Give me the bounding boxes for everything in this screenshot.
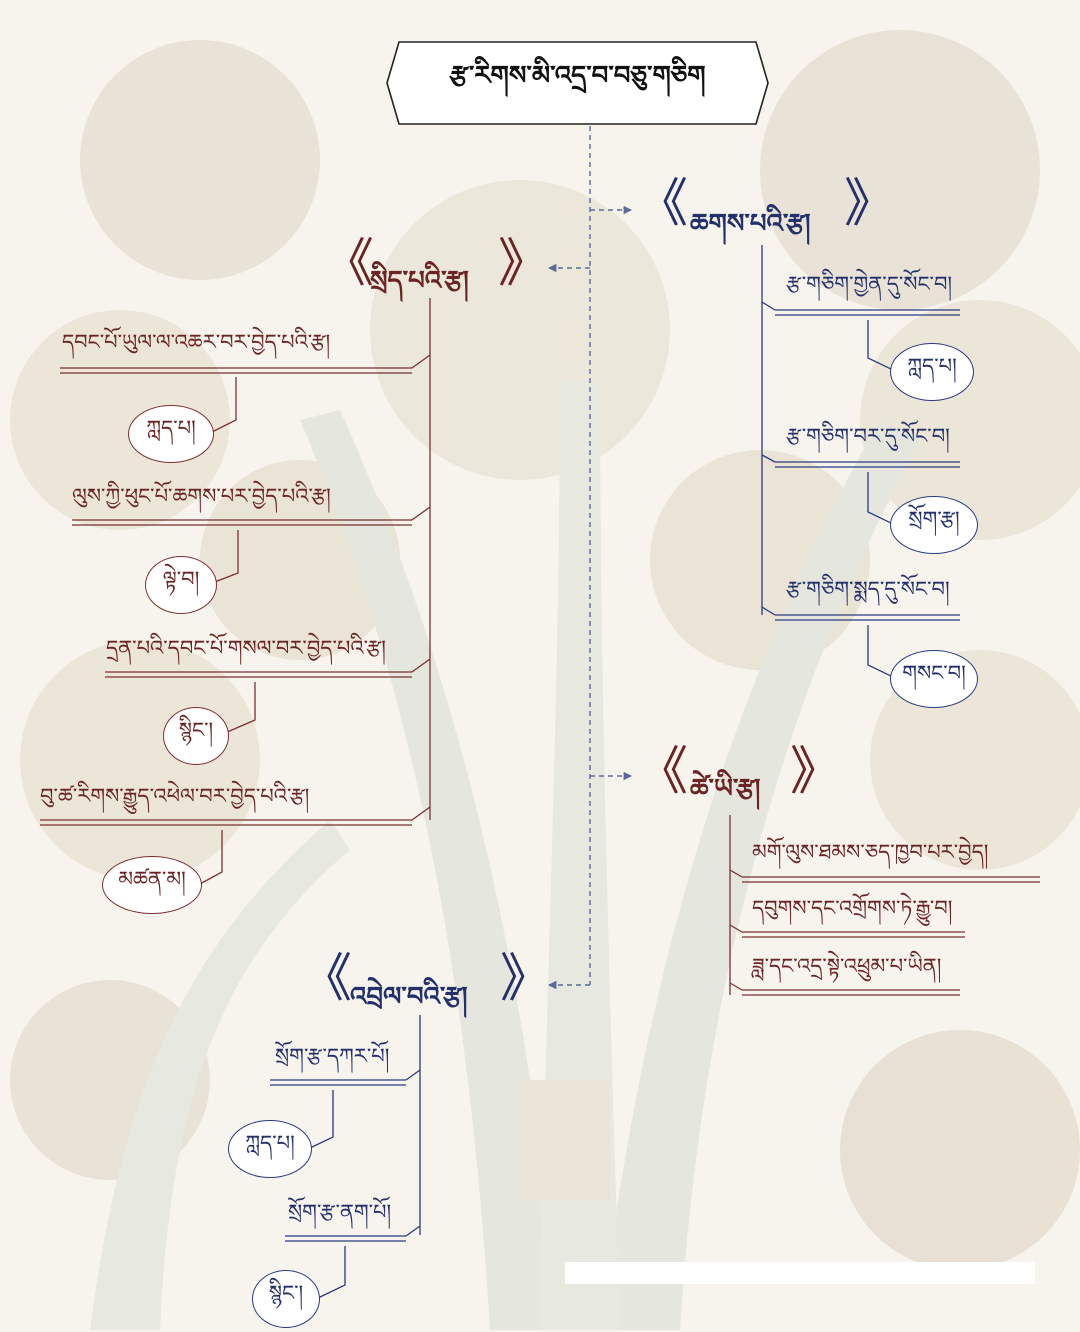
left-bracket: 《	[636, 742, 689, 802]
srid-item-2: ལུས་ཀྱི་ཕུང་པོ་ཆགས་པར་བྱེད་པའི་རྩ།	[72, 484, 331, 508]
diagram-title: རྩ་རིགས་མི་འདྲ་བ་བཅུ་གཅིག	[449, 60, 706, 91]
brel-bubble-2: སྙིང་།	[252, 1270, 320, 1328]
srid-item-4: བུ་ཚ་རིགས་རྒྱུད་འཕེལ་བར་བྱེད་པའི་རྩ།	[40, 784, 310, 808]
chags-bubble-3: གསང་བ།	[890, 650, 978, 708]
blank-strip	[565, 1262, 1035, 1284]
chags-item-2: རྩ་གཅིག་བར་དུ་སོང་བ།	[786, 424, 950, 448]
srid-bubble-3: སྙིང་།	[163, 707, 229, 765]
chags-item-1: རྩ་གཅིག་གྱེན་དུ་སོང་བ།	[786, 272, 953, 296]
left-bracket: 《	[636, 174, 689, 234]
tshe-item-2: དབུགས་དང་འགྲོགས་ཏེ་རྒྱུ་བ།	[752, 896, 953, 920]
tshe-item-1: མགོ་ལུས་ཐམས་ཅད་ཁྱབ་པར་བྱེད།	[752, 840, 989, 864]
section-heading-chags: ཆགས་པའི་རྩ།	[690, 209, 811, 239]
left-bracket: 《	[300, 949, 353, 1009]
right-bracket: 》	[498, 234, 551, 294]
chags-item-3: རྩ་གཅིག་སྨད་དུ་སོང་བ།	[786, 577, 950, 601]
srid-item-3: དྲན་པའི་དབང་པོ་གསལ་བར་བྱེད་པའི་རྩ།	[106, 636, 386, 660]
srid-bubble-1: ཀླད་པ།	[128, 405, 214, 463]
tshe-item-3: ཟླ་དང་འདྲ་སྟེ་འཕྲུམ་པ་ཡིན།	[752, 954, 942, 978]
title-box: རྩ་རིགས་མི་འདྲ་བ་བཅུ་གཅིག	[385, 40, 770, 126]
right-bracket: 》	[844, 174, 897, 234]
chags-bubble-2: སྲོག་རྩ།	[890, 496, 978, 554]
srid-item-1: དབང་པོ་ཡུལ་ལ་འཆར་བར་བྱེད་པའི་རྩ།	[62, 330, 331, 354]
section-heading-srid: སྲིད་པའི་རྩ།	[370, 266, 469, 296]
brel-item-1: སྲོག་རྩ་དཀར་པོ།	[275, 1044, 390, 1068]
section-heading-tshe: ཚེ་ཡི་རྩ།	[690, 774, 761, 804]
brel-item-2: སྲོག་རྩ་ནག་པོ།	[288, 1200, 392, 1224]
section-heading-brel: འབྲེལ་བའི་རྩ།	[350, 982, 468, 1012]
right-bracket: 》	[790, 742, 843, 802]
brel-bubble-1: ཀླད་པ།	[228, 1120, 312, 1178]
chags-bubble-1: ཀླད་པ།	[890, 343, 974, 401]
srid-bubble-4: མཚན་མ།	[102, 856, 202, 914]
right-bracket: 》	[500, 949, 553, 1009]
left-bracket: 《	[322, 234, 375, 294]
srid-bubble-2: ལྟེ་བ།	[145, 556, 217, 614]
title-hexagon-frame	[386, 41, 769, 125]
